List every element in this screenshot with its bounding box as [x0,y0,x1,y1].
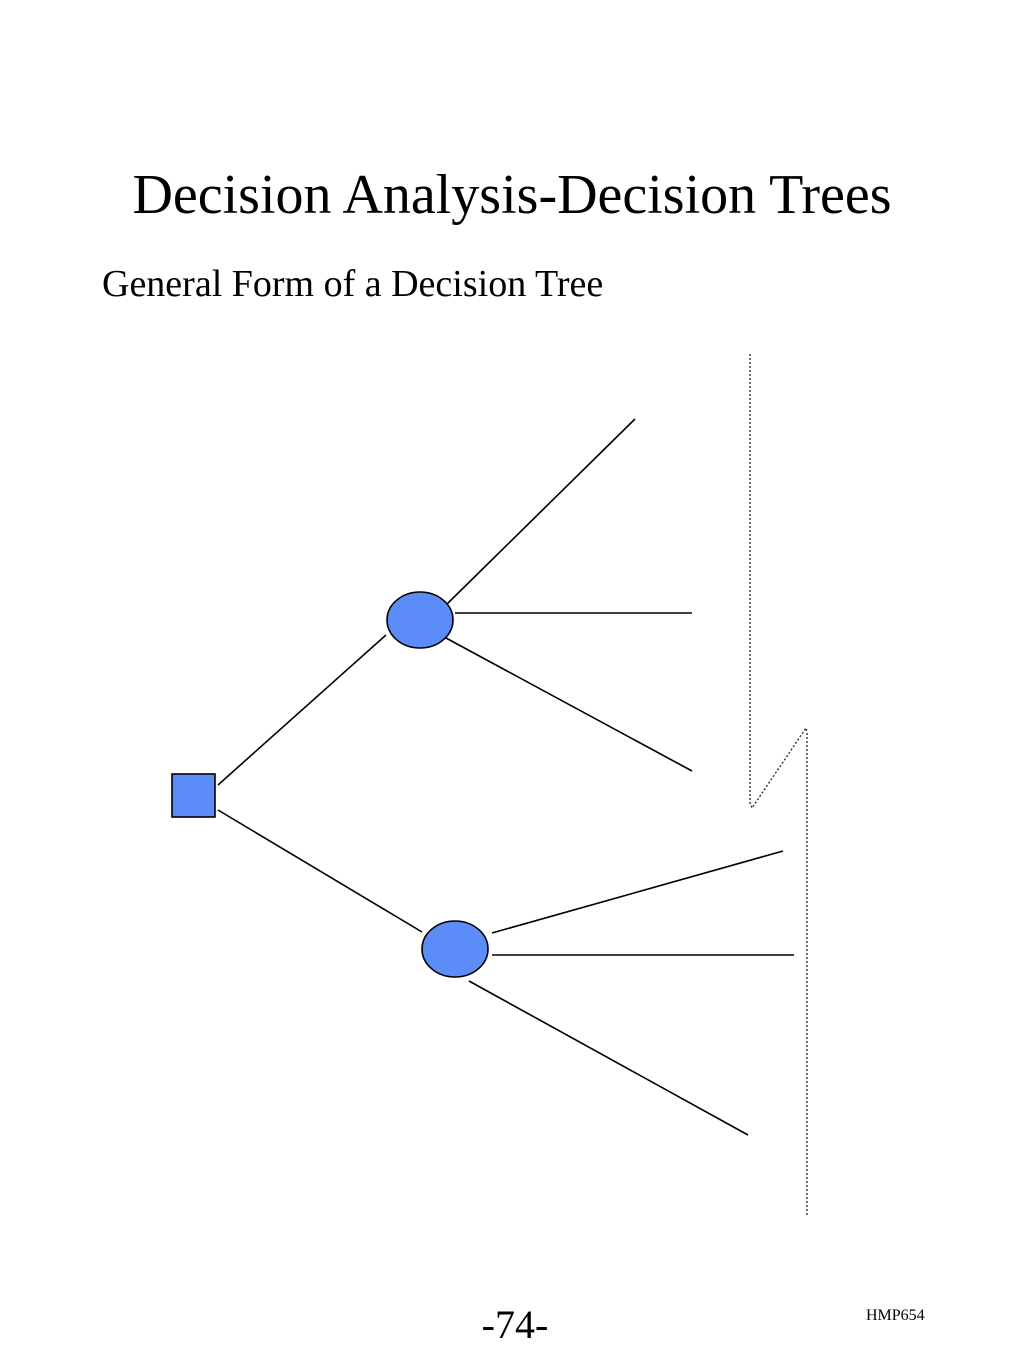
slide-title: Decision Analysis-Decision Trees [132,164,892,226]
branch-decision-to-lower [217,809,423,933]
continuation-marker-dotted [749,354,808,1215]
branch-upper-outcome-1 [446,418,636,605]
page-number: -74- [481,1302,549,1347]
branch-lower-outcome-1 [491,850,784,934]
chance-node-upper-circle [386,591,454,649]
course-code: HMP654 [866,1307,925,1324]
chance-node-lower-circle [421,920,489,978]
branch-decision-to-upper [217,634,387,786]
branch-lower-outcome-3 [468,980,749,1136]
decision-node-square [171,773,216,818]
slide-subtitle: General Form of a Decision Tree [102,263,604,305]
branch-upper-outcome-3 [445,637,693,772]
